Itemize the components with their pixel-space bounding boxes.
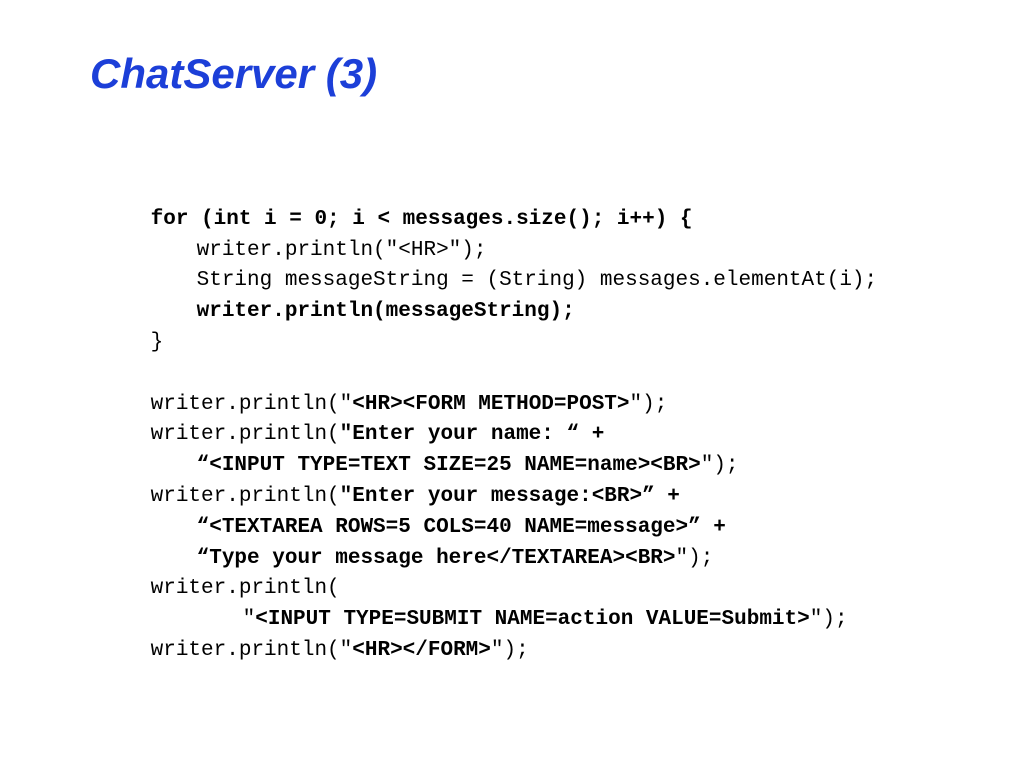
code-segment: “<TEXTAREA ROWS=5 COLS=40 NAME=message>”… (196, 515, 726, 539)
code-line: writer.println("<HR></FORM>"); (75, 605, 975, 662)
code-segment: writer.println(" (150, 392, 353, 416)
code-line: writer.println(messageString); (75, 266, 975, 323)
code-segment: “<INPUT TYPE=TEXT SIZE=25 NAME=name><BR> (196, 454, 701, 478)
code-block: for (int i = 0; i < messages.size(); i++… (75, 174, 975, 662)
code-segment: "); (675, 546, 714, 570)
code-segment: "Enter your message:<BR>” + (339, 484, 680, 508)
code-line: “Type your message here</TEXTAREA><BR>")… (75, 513, 975, 570)
code-blank-line (75, 328, 975, 359)
code-segment: "); (809, 608, 848, 632)
code-segment: "); (700, 454, 739, 478)
code-segment: <INPUT TYPE=SUBMIT NAME=action VALUE=Sub… (255, 608, 810, 632)
code-segment: <HR><FORM METHOD=POST> (352, 392, 630, 416)
code-line: "<INPUT TYPE=SUBMIT NAME=action VALUE=Su… (75, 574, 975, 631)
code-line: writer.println( (75, 544, 975, 600)
code-segment: "); (490, 638, 529, 662)
code-segment: } (150, 330, 164, 354)
code-line: String messageString = (String) messages… (75, 236, 975, 292)
code-line: writer.println("Enter your name: “ + (75, 390, 975, 446)
code-segment: "); (629, 392, 668, 416)
slide-title: ChatServer (3) (90, 50, 378, 97)
code-segment: " (242, 608, 256, 632)
code-segment: "Enter your name: “ + (339, 423, 605, 447)
code-line: writer.println("Enter your message:<BR>”… (75, 451, 975, 508)
code-segment: writer.println(messageString); (196, 300, 575, 324)
code-line: “<INPUT TYPE=TEXT SIZE=25 NAME=name><BR>… (75, 420, 975, 477)
code-segment: writer.println( (150, 577, 340, 601)
code-segment: writer.println(" (150, 638, 353, 662)
code-line: } (75, 297, 975, 354)
code-segment: “Type your message here</TEXTAREA><BR> (196, 546, 676, 570)
code-line: writer.println("<HR>"); (75, 205, 975, 262)
code-line: “<TEXTAREA ROWS=5 COLS=40 NAME=message>”… (75, 482, 975, 539)
code-segment: writer.println( (150, 484, 340, 508)
code-line: for (int i = 0; i < messages.size(); i++… (75, 174, 975, 231)
code-line: writer.println("<HR><FORM METHOD=POST>")… (75, 359, 975, 416)
code-segment: <HR></FORM> (352, 638, 491, 662)
code-segment: for (int i = 0; i < messages.size(); i++… (150, 207, 693, 231)
code-segment: writer.println( (150, 423, 340, 447)
code-segment: writer.println("<HR>"); (196, 238, 487, 262)
code-segment: String messageString = (String) messages… (196, 269, 878, 293)
